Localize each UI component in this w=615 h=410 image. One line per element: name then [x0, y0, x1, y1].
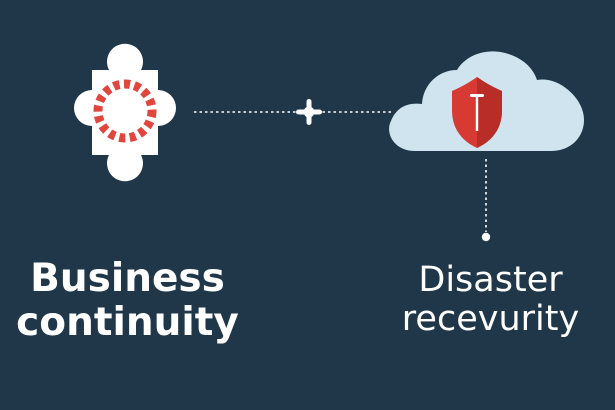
gear-ring-icon — [93, 79, 157, 143]
disaster-recovery-line-2: recevurity — [401, 299, 580, 340]
plus-node-icon — [296, 99, 322, 125]
business-continuity-label: Business continuity — [10, 257, 245, 344]
puzzle-gear-icon — [74, 43, 176, 182]
cloud-shield-icon — [389, 51, 584, 151]
gear-ring-inner — [108, 94, 142, 128]
shield-center-line — [475, 96, 479, 131]
disaster-recovery-label: Disaster recevurity — [378, 260, 603, 340]
business-continuity-line-1: Business — [30, 256, 225, 301]
shield-icon — [452, 77, 502, 148]
shield-top-bar — [470, 94, 484, 97]
endpoint-dot-icon — [481, 232, 491, 242]
disaster-recovery-line-1: Disaster — [418, 260, 563, 300]
business-continuity-line-2: continuity — [16, 299, 239, 345]
gear-ring-outer — [93, 79, 157, 143]
